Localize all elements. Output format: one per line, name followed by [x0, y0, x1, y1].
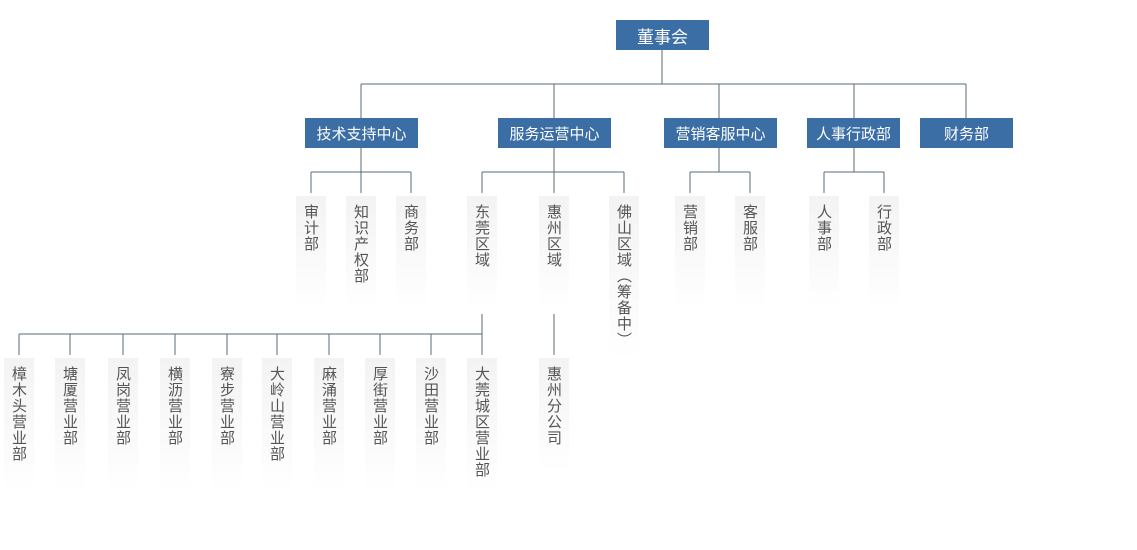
administration-dept-node: 行政部 [869, 196, 899, 308]
hr-admin-dept-node: 人事行政部 [807, 118, 900, 148]
foshan-region-node: 佛山区域（筹备中） [609, 196, 639, 361]
branch-node: 横沥营业部 [160, 358, 190, 492]
branch-node: 塘厦营业部 [55, 358, 85, 492]
business-dept-node: 商务部 [396, 196, 426, 308]
huizhou-branch-company-node: 惠州分公司 [539, 358, 569, 473]
branch-node: 厚街营业部 [365, 358, 395, 492]
branch-node: 麻涌营业部 [314, 358, 344, 492]
branch-node: 大岭山营业部 [262, 358, 292, 492]
branch-node: 凤岗营业部 [108, 358, 138, 492]
marketing-service-center-node: 营销客服中心 [664, 118, 777, 148]
service-operations-center-node: 服务运营中心 [498, 118, 611, 148]
personnel-dept-node: 人事部 [809, 196, 839, 308]
customer-service-dept-node: 客服部 [735, 196, 765, 308]
tech-support-center-node: 技术支持中心 [305, 118, 418, 148]
branch-node: 寮步营业部 [212, 358, 242, 492]
board-node: 董事会 [616, 20, 709, 50]
marketing-dept-node: 营销部 [675, 196, 705, 308]
finance-dept-node: 财务部 [920, 118, 1013, 148]
huizhou-region-node: 惠州区域 [539, 196, 569, 308]
dongguan-region-node: 东莞区域 [467, 196, 497, 308]
branch-node: 沙田营业部 [416, 358, 446, 492]
audit-dept-node: 审计部 [296, 196, 326, 308]
branch-node: 樟木头营业部 [4, 358, 34, 492]
branch-node: 大莞城区营业部 [467, 358, 497, 492]
ip-dept-node: 知识产权部 [346, 196, 376, 308]
